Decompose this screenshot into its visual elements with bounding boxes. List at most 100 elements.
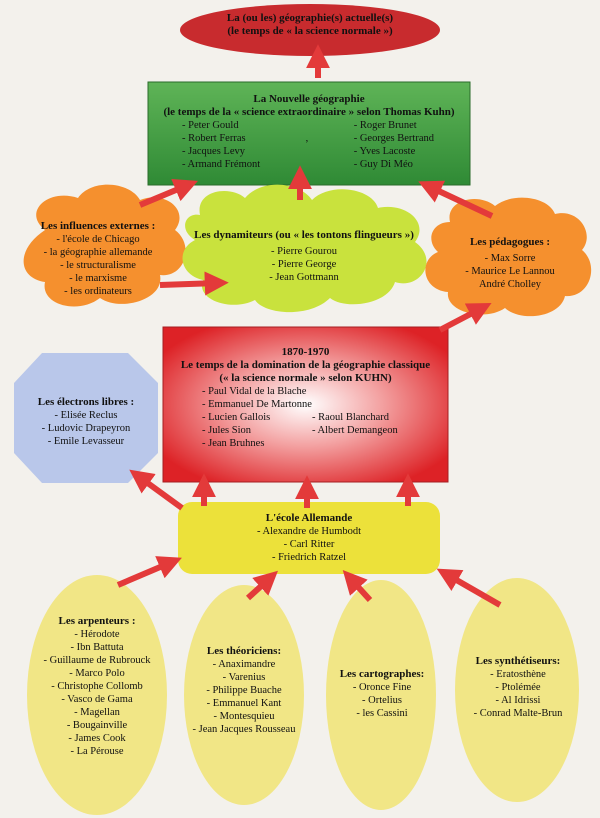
cartographes-item: - Ortelius: [362, 695, 402, 706]
synthetiseurs-title: Les synthétiseurs:: [475, 655, 561, 667]
dynamiteurs-item: - Pierre George: [271, 259, 337, 270]
influences-item: - les ordinateurs: [64, 286, 132, 297]
theoriciens-item: - Philippe Buache: [206, 685, 282, 696]
theoriciens-item: - Montesquieu: [213, 711, 275, 722]
nouvelle-left-column: - Peter Gould - Robert Ferras - Jacques …: [182, 119, 260, 171]
influences-item: - l'école de Chicago: [56, 234, 140, 245]
nouvelle-separator: ,: [306, 119, 309, 171]
classique-name: - Jean Bruhnes: [202, 438, 265, 449]
arpenteurs-ellipse: Les arpenteurs : - Hérodote - Ibn Battut…: [27, 615, 167, 758]
theoriciens-ellipse: Les théoriciens: - Anaximandre - Vareniu…: [180, 645, 308, 736]
dynamiteurs-title: Les dynamiteurs (ou « les tontons flingu…: [194, 229, 414, 241]
dynamiteurs-item: - Pierre Gourou: [271, 246, 337, 257]
arpenteurs-ellipse-shape: [27, 575, 167, 815]
nouvelle-comma: ,: [305, 133, 309, 144]
nouvelle-name: - Peter Gould: [182, 120, 239, 131]
electrons-title: Les électrons libres :: [37, 396, 135, 408]
nouvelle-box: La Nouvelle géographie (le temps de la «…: [150, 93, 468, 171]
classique-title-2: Le temps de la domination de la géograph…: [180, 359, 431, 371]
allemande-title: L'école Allemande: [265, 512, 353, 524]
allemande-box-shape: [178, 502, 440, 574]
nouvelle-title-2: (le temps de la « science extraordinaire…: [163, 106, 455, 118]
arrow-cartographes-to-allemande: [342, 570, 373, 603]
classique-left-column: - Lucien Gallois - Jules Sion - Jean Bru…: [202, 411, 312, 450]
nouvelle-name: - Armand Frémont: [182, 159, 261, 170]
synthetiseurs-item: - Eratosthène: [490, 669, 546, 680]
arpenteurs-item: - Guillaume de Rubrouck: [43, 655, 151, 666]
pedagogues-cloud: Les pédagogues : - Max Sorre - Maurice L…: [430, 236, 590, 291]
allemande-item: - Carl Ritter: [283, 539, 335, 550]
classique-name: - Jules Sion: [202, 425, 252, 436]
influences-item: - le structuralisme: [60, 260, 136, 271]
electrons-octagon-shape: [14, 353, 158, 483]
theoriciens-title: Les théoriciens:: [206, 645, 282, 657]
influences-cloud: Les influences externes : - l'école de C…: [18, 220, 178, 298]
classique-name: - Raoul Blanchard: [312, 412, 389, 423]
arpenteurs-item: - Magellan: [74, 707, 120, 718]
theoriciens-ellipse-shape: [184, 585, 304, 805]
nouvelle-name: - Guy Di Méo: [353, 159, 413, 170]
synthetiseurs-item: - Ptolémée: [495, 682, 541, 693]
nouvelle-right-column: - Roger Brunet - Georges Bertrand - Yves…: [354, 119, 434, 171]
arrow-synthetiseurs-to-allemande: [436, 568, 502, 608]
theoriciens-item: - Varenius: [222, 672, 266, 683]
classique-name: - Albert Demangeon: [312, 425, 398, 436]
arpenteurs-title: Les arpenteurs :: [58, 615, 136, 627]
arpenteurs-item: - Bougainville: [66, 720, 128, 731]
nouvelle-name: - Georges Bertrand: [353, 133, 434, 144]
arpenteurs-item: - Ibn Battuta: [70, 642, 124, 653]
electrons-octagon: Les électrons libres : - Elisée Reclus -…: [16, 396, 156, 448]
nouvelle-title-1: La Nouvelle géographie: [253, 93, 365, 105]
synthetiseurs-ellipse: Les synthétiseurs: - Eratosthène - Ptolé…: [456, 655, 580, 720]
arrow-pedagogues-to-nouvelle: [418, 180, 494, 219]
allemande-item: - Friedrich Ratzel: [271, 552, 347, 563]
top-line-2: (le temps de « la science normale »): [227, 25, 393, 37]
classique-box-shape: [162, 326, 449, 483]
theoriciens-item: - Anaximandre: [212, 659, 276, 670]
classique-title-3: (« la science normale » selon KUHN): [219, 372, 392, 384]
pedagogues-item: - Max Sorre: [484, 253, 536, 264]
cartographes-title: Les cartographes:: [339, 668, 425, 680]
influences-item: - le marxisme: [69, 273, 127, 284]
theoriciens-item: - Jean Jacques Rousseau: [192, 724, 296, 735]
arrow-classique-to-pedagogues: [438, 302, 492, 333]
cartographes-item: - les Cassini: [356, 708, 408, 719]
pedagogues-item: André Cholley: [478, 279, 542, 290]
arpenteurs-item: - James Cook: [68, 733, 126, 744]
classique-name: - Paul Vidal de la Blache: [202, 386, 307, 397]
classique-name: - Emmanuel De Martonne: [202, 399, 312, 410]
influences-title: Les influences externes :: [40, 220, 156, 232]
arpenteurs-item: - Vasco de Gama: [61, 694, 133, 705]
arpenteurs-item: - Hérodote: [74, 629, 120, 640]
arrow-influences-to-dynamiteurs: [159, 271, 229, 296]
classique-box: 1870-1970 Le temps de la domination de l…: [164, 346, 447, 450]
arrow-allemande-to-electrons: [129, 469, 184, 511]
pedagogues-item: - Maurice Le Lannou: [465, 266, 555, 277]
synthetiseurs-item: - Al Idrissi: [495, 695, 541, 706]
arrow-influences-to-nouvelle: [138, 179, 198, 208]
dynamiteurs-cloud: Les dynamiteurs (ou « les tontons flingu…: [178, 229, 430, 284]
cartographes-item: - Oronce Fine: [352, 682, 412, 693]
influences-cloud-shape: [23, 184, 186, 307]
nouvelle-name: - Yves Lacoste: [353, 146, 416, 157]
theoriciens-item: - Emmanuel Kant: [206, 698, 282, 709]
arrow-arpenteurs-to-allemande: [116, 556, 182, 588]
nouvelle-name: - Jacques Levy: [182, 146, 245, 157]
allemande-item: - Alexandre de Humbodt: [256, 526, 362, 537]
allemande-box: L'école Allemande - Alexandre de Humbodt…: [180, 512, 438, 564]
cartographes-ellipse-shape: [326, 580, 436, 810]
arrow-theoriciens-to-allemande: [245, 570, 278, 601]
arpenteurs-item: - La Pérouse: [70, 746, 124, 757]
top-ellipse-label: La (ou les) géographie(s) actuelle(s) (l…: [180, 12, 440, 38]
pedagogues-cloud-shape: [425, 197, 592, 317]
electrons-item: - Elisée Reclus: [54, 410, 118, 421]
pedagogues-title: Les pédagogues :: [469, 236, 551, 248]
synthetiseurs-ellipse-shape: [455, 578, 579, 802]
dynamiteurs-cloud-shape: [182, 184, 427, 313]
influences-item: - la géographie allemande: [43, 247, 153, 258]
electrons-item: - Emile Levasseur: [47, 436, 125, 447]
classique-right-column: - Raoul Blanchard - Albert Demangeon: [312, 411, 398, 450]
classique-name: - Lucien Gallois: [202, 412, 271, 423]
